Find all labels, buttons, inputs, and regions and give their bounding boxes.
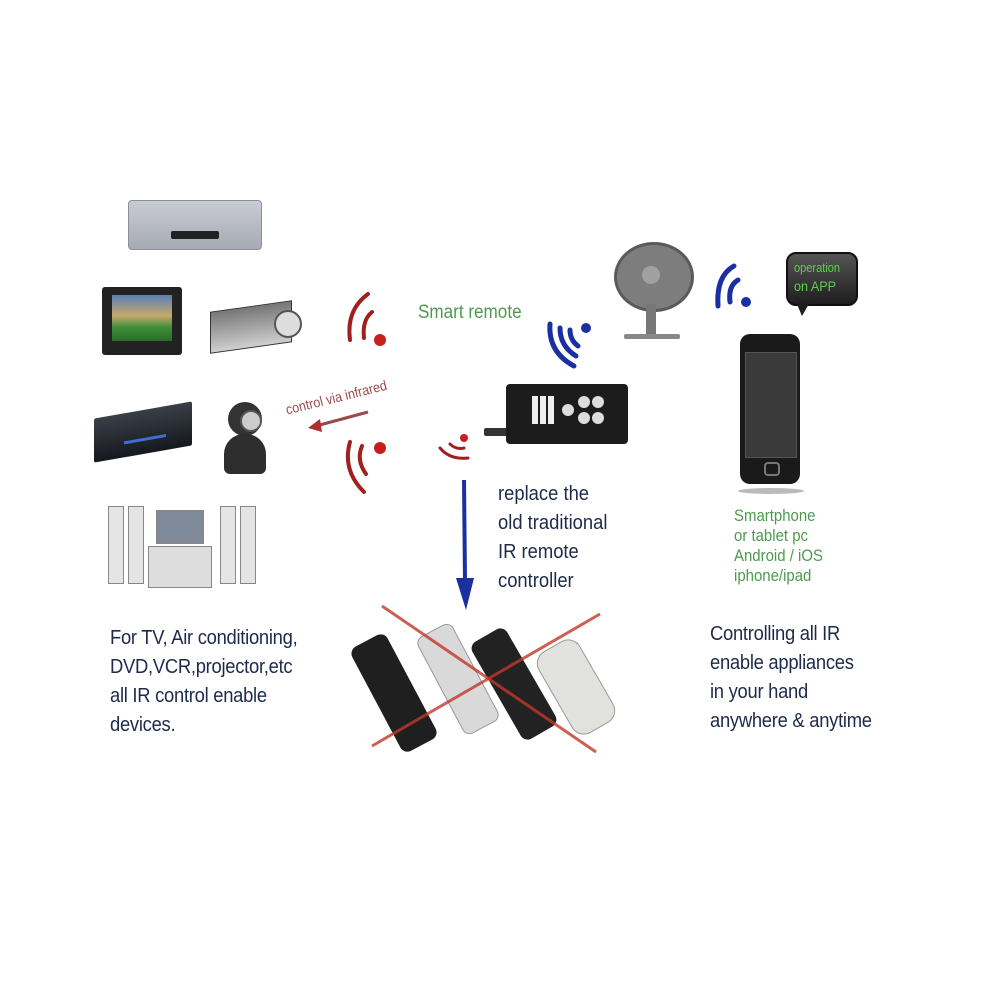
right-caption-line: enable appliances (710, 652, 854, 674)
phone-caption-line: Smartphone (734, 506, 816, 525)
phone-caption-line: Android / iOS (734, 546, 823, 565)
operation-on-app-bubble: operation on APP (786, 252, 858, 316)
tv-image (102, 287, 182, 355)
phone-caption-line: iphone/ipad (734, 566, 812, 585)
left-caption-line: all IR control enable (110, 685, 267, 707)
phone-caption-line: or tablet pc (734, 526, 809, 545)
cross-out-icon (371, 604, 601, 754)
right-caption-line: Controlling all IR (710, 623, 841, 645)
right-caption: Controlling all IR enable appliances in … (710, 620, 872, 736)
left-caption: For TV, Air conditioning, DVD,VCR,projec… (110, 624, 298, 740)
infrared-arrow-icon (308, 410, 369, 432)
fan-image (612, 242, 694, 342)
left-caption-line: For TV, Air conditioning, (110, 627, 298, 649)
phone-caption: Smartphone or tablet pc Android / iOS ip… (734, 506, 823, 586)
bubble-line: operation (794, 260, 841, 275)
right-caption-line: in your hand (710, 681, 808, 703)
air-conditioner-image (128, 200, 262, 250)
smart-ir-phone-image (484, 384, 630, 446)
ir-wave-top-icon (347, 292, 386, 346)
smartphone-image (740, 334, 800, 484)
projector-image (210, 296, 302, 354)
replace-caption-line: old traditional (498, 512, 608, 534)
wifi-wave-right-icon (715, 263, 751, 309)
replace-caption: replace the old traditional IR remote co… (498, 480, 607, 596)
home-theater-image (108, 502, 278, 588)
replace-caption-line: IR remote (498, 541, 579, 563)
left-caption-line: devices. (110, 714, 176, 736)
ir-wave-phone-icon (438, 434, 470, 460)
phone-shadow (738, 488, 804, 494)
ir-wave-bottom-icon (345, 440, 386, 494)
wifi-wave-center-icon (547, 321, 591, 369)
replace-caption-line: replace the (498, 483, 590, 505)
ip-camera-image (222, 402, 268, 474)
replace-caption-line: controller (498, 570, 574, 592)
smart-remote-label: Smart remote (418, 302, 522, 323)
left-caption-line: DVD,VCR,projector,etc (110, 656, 293, 678)
right-caption-line: anywhere & anytime (710, 710, 872, 732)
old-remotes-image (348, 600, 621, 760)
replace-arrow-icon (456, 479, 474, 610)
bubble-line: on APP (794, 278, 837, 294)
set-top-box-image (94, 401, 192, 463)
